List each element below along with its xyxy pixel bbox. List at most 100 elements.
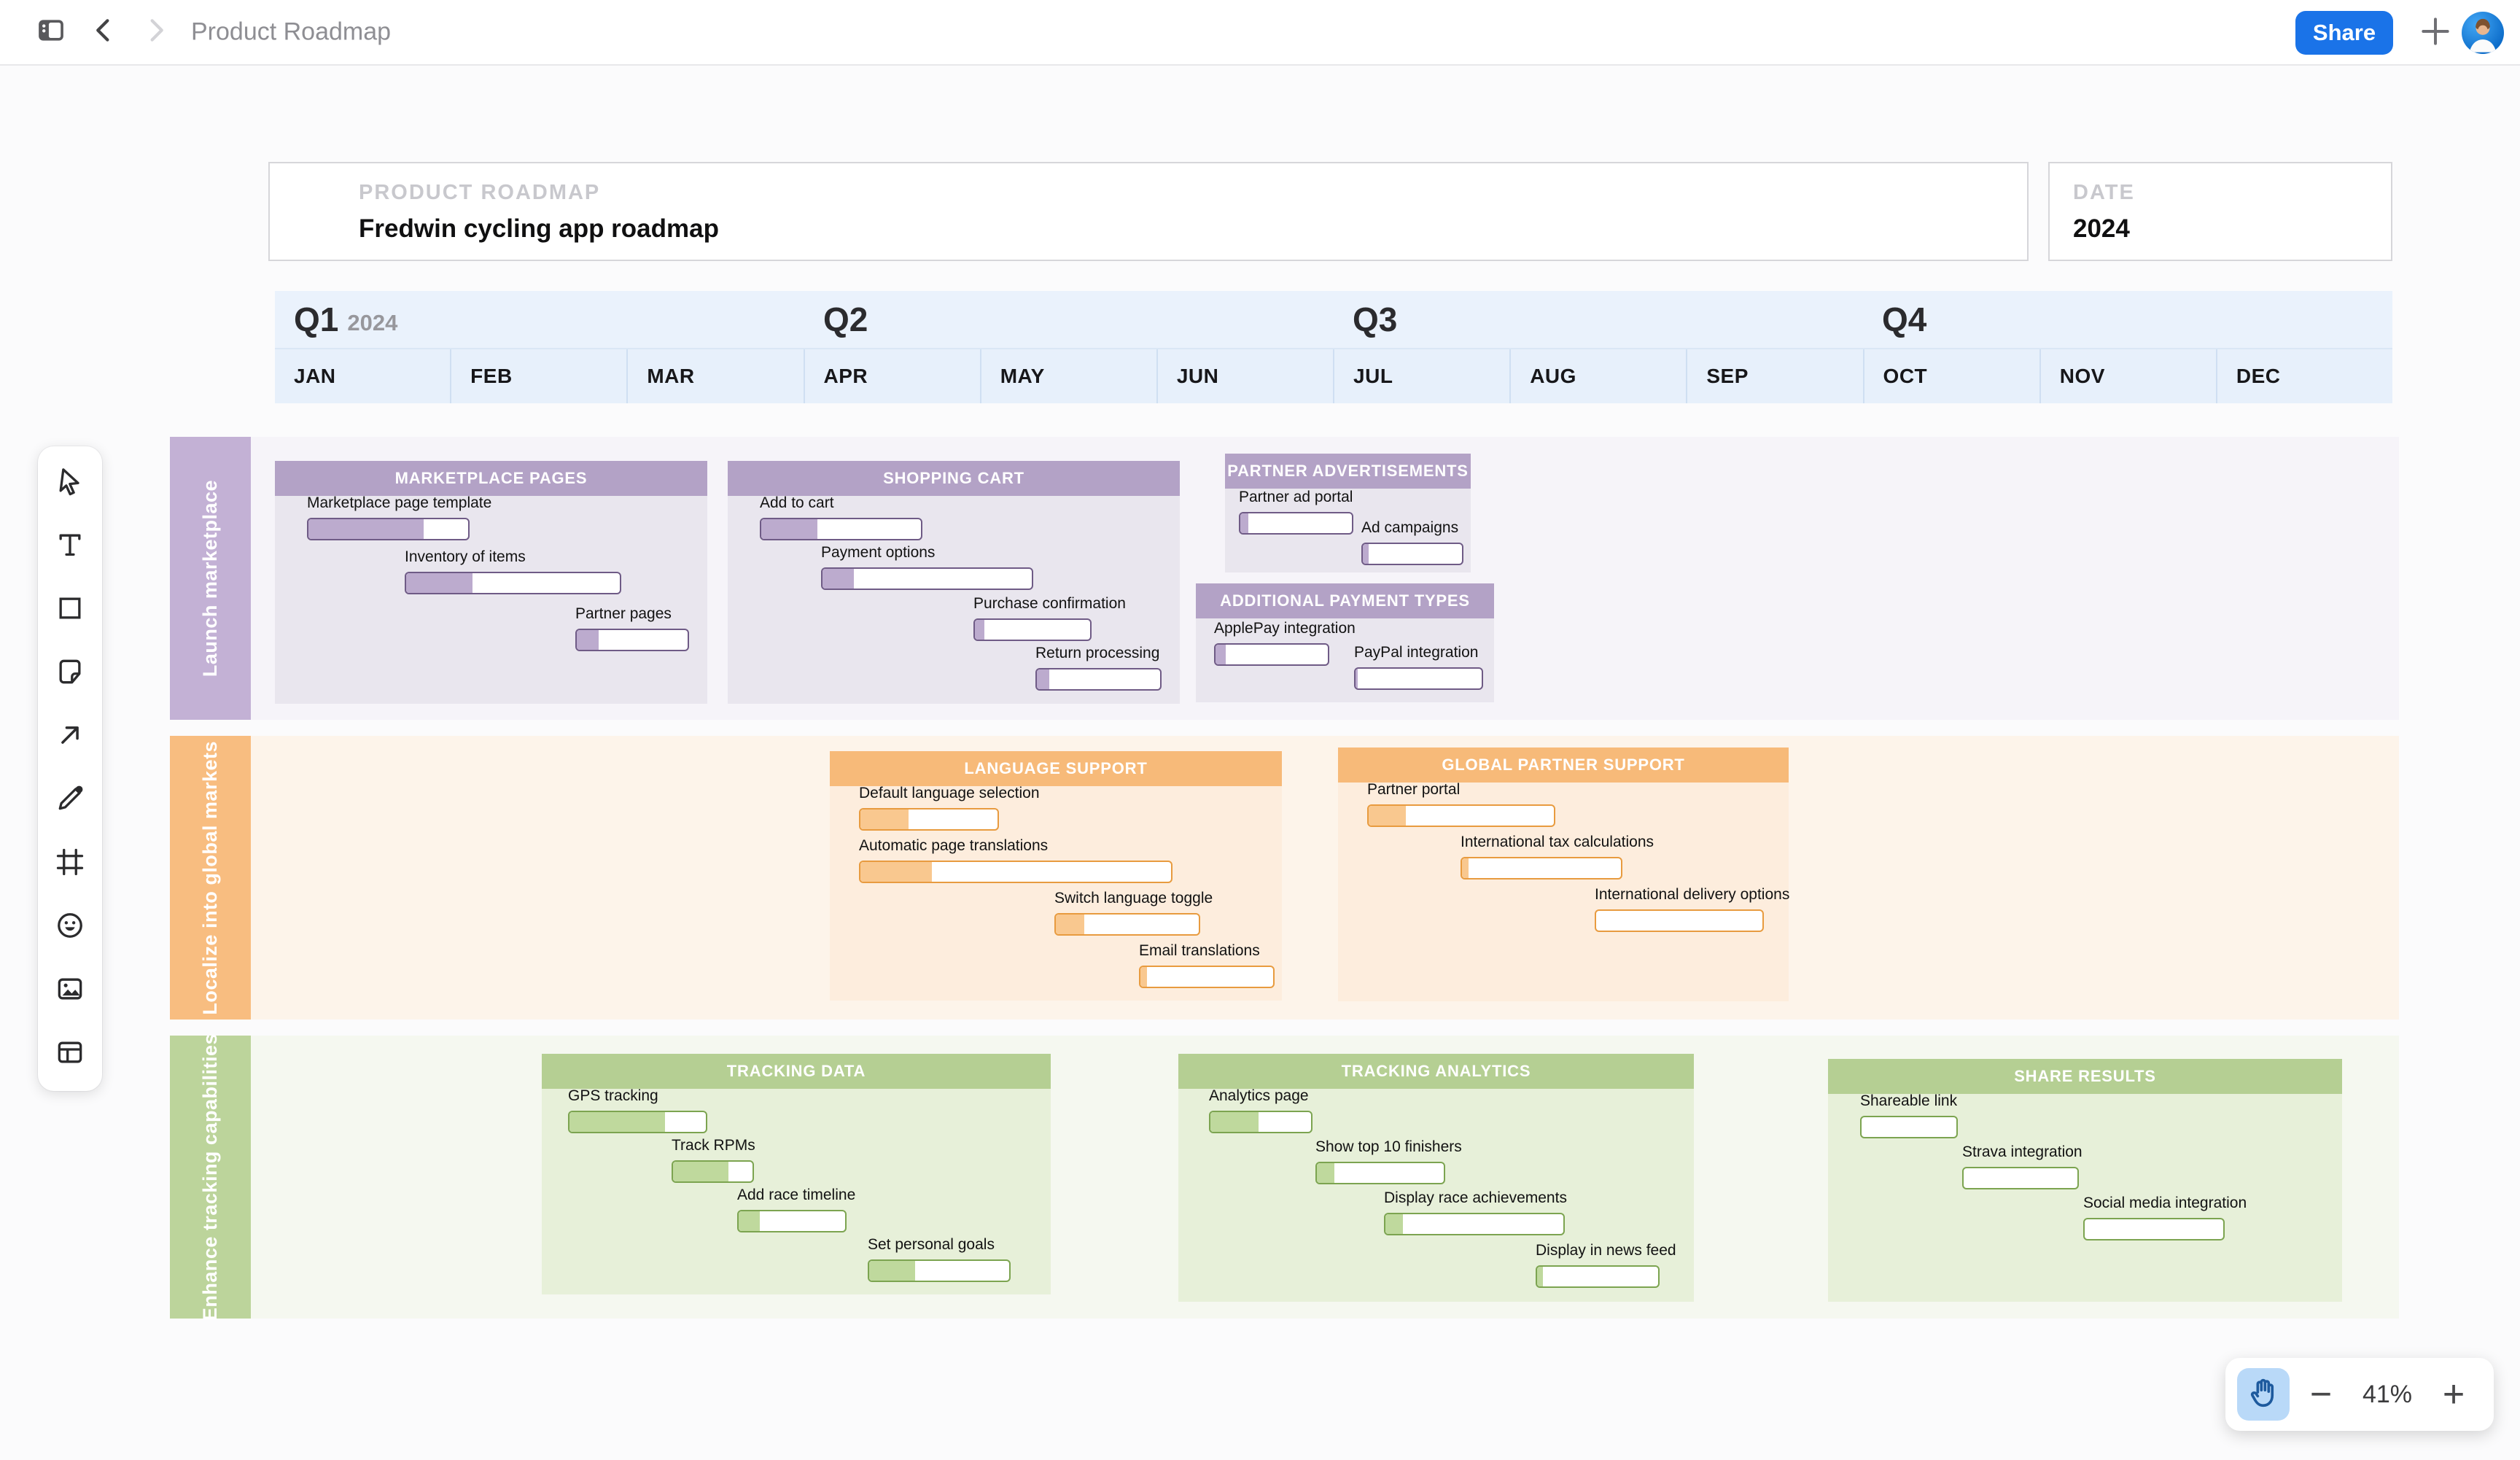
- task-label: Display race achievements: [1384, 1189, 1567, 1206]
- task-bar[interactable]: [1361, 543, 1463, 565]
- task-bar[interactable]: [1315, 1162, 1445, 1184]
- task-bar[interactable]: [859, 861, 1172, 883]
- task-label: Purchase confirmation: [973, 595, 1126, 612]
- task-bar[interactable]: [405, 572, 621, 594]
- task-label: Show top 10 finishers: [1315, 1138, 1462, 1155]
- task-label: Add to cart: [760, 494, 834, 511]
- task-bar[interactable]: [1239, 512, 1353, 535]
- task-label: Partner pages: [575, 605, 672, 622]
- sidebar-toggle-button[interactable]: [34, 14, 68, 51]
- zoom-in-button[interactable]: +: [2442, 1373, 2465, 1416]
- month-cell-apr: APR: [803, 349, 980, 403]
- task-bar[interactable]: [575, 629, 689, 651]
- tool-table[interactable]: [52, 1037, 88, 1072]
- tool-emoji[interactable]: [52, 910, 88, 945]
- lane-label: Localize into global markets: [199, 740, 221, 1015]
- month-cell-oct: OCT: [1862, 349, 2039, 403]
- back-button[interactable]: [89, 15, 120, 50]
- tool-select-cursor[interactable]: [52, 465, 88, 500]
- task-label: Marketplace page template: [307, 494, 492, 511]
- task-bar[interactable]: [821, 567, 1033, 590]
- task-bar-fill: [1240, 513, 1248, 533]
- task-bar-fill: [822, 569, 855, 589]
- task-bar[interactable]: [760, 518, 922, 540]
- quarter-label: Q2: [823, 300, 868, 338]
- month-cell-aug: AUG: [1509, 349, 1686, 403]
- task-label: Add race timeline: [737, 1187, 856, 1203]
- task-label: International delivery options: [1595, 886, 1790, 903]
- chevron-right-icon: [140, 15, 171, 50]
- avatar[interactable]: [2462, 12, 2504, 54]
- tool-sticky-note[interactable]: [52, 656, 88, 691]
- task-bar[interactable]: [1384, 1213, 1565, 1235]
- zoom-out-button[interactable]: −: [2309, 1373, 2333, 1416]
- card-header: TRACKING DATA: [542, 1054, 1051, 1089]
- quarter-cell-q3: Q3: [1334, 291, 1863, 348]
- tool-image[interactable]: [52, 974, 88, 1009]
- task-bar[interactable]: [868, 1259, 1011, 1282]
- tool-connector-arrow[interactable]: [52, 719, 88, 754]
- task-label: Return processing: [1035, 645, 1160, 661]
- lane-label-strip[interactable]: Enhance tracking capabilities: [170, 1033, 251, 1321]
- image-icon: [54, 973, 86, 1009]
- lane-label-strip[interactable]: Localize into global markets: [170, 736, 251, 1020]
- card-header: PARTNER ADVERTISEMENTS: [1225, 454, 1471, 489]
- tool-pen[interactable]: [52, 783, 88, 818]
- task-bar[interactable]: [1035, 668, 1162, 691]
- task-label: Partner ad portal: [1239, 489, 1353, 505]
- task-bar[interactable]: [973, 618, 1092, 641]
- task-bar-fill: [1363, 544, 1369, 564]
- task-bar[interactable]: [1367, 804, 1555, 827]
- task-bar[interactable]: [2083, 1218, 2225, 1240]
- task-bar[interactable]: [1214, 643, 1329, 666]
- forward-button[interactable]: [140, 15, 171, 50]
- task-label: Set personal goals: [868, 1236, 995, 1253]
- task-label: Partner portal: [1367, 781, 1461, 798]
- task-bar[interactable]: [1054, 913, 1200, 936]
- roadmap-title-card[interactable]: PRODUCT ROADMAP Fredwin cycling app road…: [268, 162, 2029, 261]
- task-bar[interactable]: [1354, 667, 1483, 690]
- zoom-controls: − 41% +: [2225, 1358, 2494, 1431]
- tool-shape[interactable]: [52, 592, 88, 627]
- task-bar[interactable]: [859, 808, 999, 831]
- task-bar[interactable]: [1209, 1111, 1312, 1133]
- task-label: Ad campaigns: [1361, 519, 1459, 536]
- task-bar[interactable]: [737, 1210, 847, 1232]
- task-bar[interactable]: [1595, 909, 1764, 932]
- task-bar[interactable]: [1139, 966, 1275, 988]
- tool-frame[interactable]: [52, 847, 88, 882]
- task-bar[interactable]: [1536, 1265, 1660, 1288]
- task-bar[interactable]: [307, 518, 470, 540]
- task-label: Payment options: [821, 544, 936, 561]
- roadmap-date-card[interactable]: DATE 2024: [2048, 162, 2392, 261]
- lane-label-strip[interactable]: Launch marketplace: [170, 437, 251, 720]
- month-cell-jan: JAN: [294, 365, 336, 387]
- task-bar[interactable]: [1461, 857, 1622, 880]
- tool-text[interactable]: [52, 529, 88, 564]
- task-label: Track RPMs: [672, 1137, 755, 1154]
- month-cell-mar: MAR: [626, 349, 803, 403]
- task-bar[interactable]: [568, 1111, 707, 1133]
- new-item-button[interactable]: [2415, 12, 2456, 53]
- task-bar[interactable]: [1962, 1167, 2079, 1189]
- card-header: SHOPPING CART: [728, 461, 1180, 496]
- task-bar[interactable]: [1860, 1116, 1958, 1138]
- hand-tool-button[interactable]: [2237, 1368, 2290, 1421]
- task-label: Shareable link: [1860, 1092, 1958, 1109]
- share-button[interactable]: Share: [2295, 11, 2393, 55]
- lane-label: Enhance tracking capabilities: [199, 1033, 221, 1321]
- task-bar[interactable]: [672, 1160, 754, 1183]
